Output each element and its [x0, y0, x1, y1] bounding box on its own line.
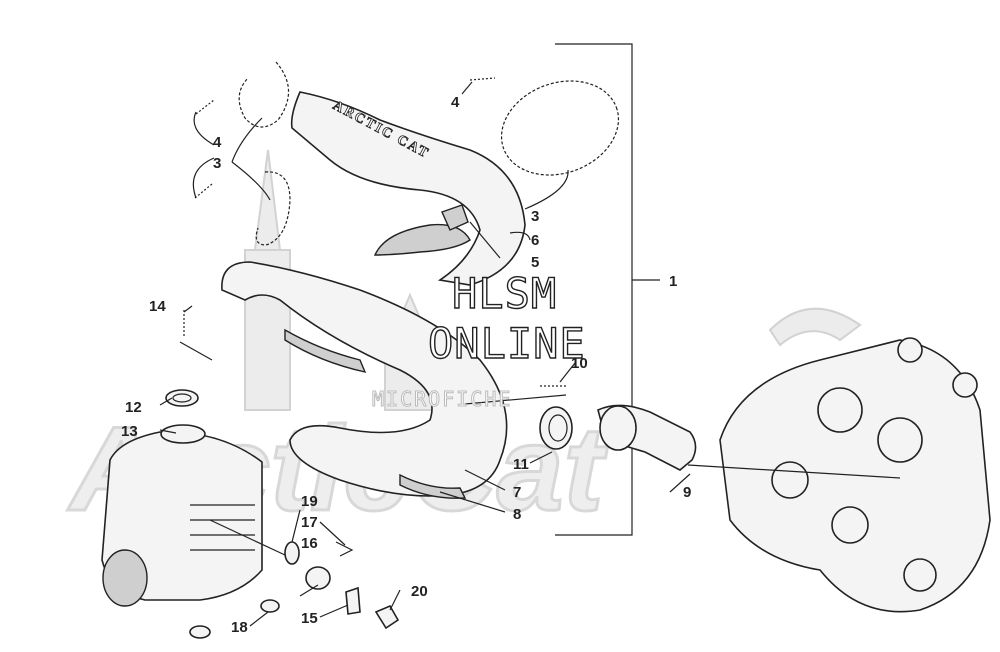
- grommet-16: [305, 566, 331, 590]
- band-clamp-lower-left: [255, 171, 291, 246]
- assembly-bracket: [555, 43, 660, 536]
- callout-9: 9: [683, 484, 691, 501]
- spring-upper-left: [195, 99, 215, 115]
- muffler: [101, 424, 263, 607]
- watermark-line-1: HLSM: [452, 269, 557, 318]
- decal: [441, 204, 469, 231]
- heat-shield: ARCTIC CAT: [290, 91, 526, 286]
- gasket-12: [165, 389, 199, 407]
- callout-16: 16: [301, 535, 318, 552]
- leader-lines: [159, 81, 901, 627]
- expansion-chamber: [221, 261, 508, 499]
- callout-19: 19: [301, 493, 318, 510]
- pin-15: [345, 586, 361, 615]
- callout-4b: 4: [451, 94, 460, 111]
- callout-14: 14: [149, 298, 166, 315]
- callouts: 1 3 3 4 4 5 6 7 8 9 10 11 12 13 14 15 16…: [121, 94, 691, 636]
- callout-3a: 3: [213, 155, 221, 172]
- callout-11: 11: [513, 456, 529, 473]
- callout-3b: 3: [531, 208, 539, 225]
- callout-8: 8: [513, 506, 521, 523]
- callout-4a: 4: [213, 134, 222, 151]
- callout-10: 10: [571, 355, 588, 372]
- callout-6: 6: [531, 232, 539, 249]
- watermark-line-2: ONLINE: [428, 319, 586, 368]
- callout-13: 13: [121, 423, 138, 440]
- nut-20: [374, 604, 400, 630]
- washer-19: [284, 541, 300, 565]
- callout-5: 5: [531, 254, 539, 271]
- exhaust-manifold: [597, 404, 697, 471]
- gasket-11: [539, 406, 573, 450]
- grommets: [189, 599, 280, 639]
- callout-20: 20: [411, 583, 428, 600]
- callout-1: 1: [669, 273, 677, 290]
- spring-top-right: [469, 77, 496, 81]
- callout-18: 18: [231, 619, 248, 636]
- band-clamp-upper-left: [238, 61, 290, 128]
- spring-lower-left: [194, 183, 213, 199]
- clip-17: [335, 541, 354, 557]
- callout-17: 17: [301, 514, 318, 531]
- callout-15: 15: [301, 610, 318, 627]
- watermark-line-3: MICROFICHE: [372, 387, 512, 411]
- callout-7: 7: [513, 484, 521, 501]
- band-clamp-right: [500, 80, 620, 176]
- callout-12: 12: [125, 399, 142, 416]
- watermark: HLSM ONLINE MICROFICHE: [372, 268, 586, 411]
